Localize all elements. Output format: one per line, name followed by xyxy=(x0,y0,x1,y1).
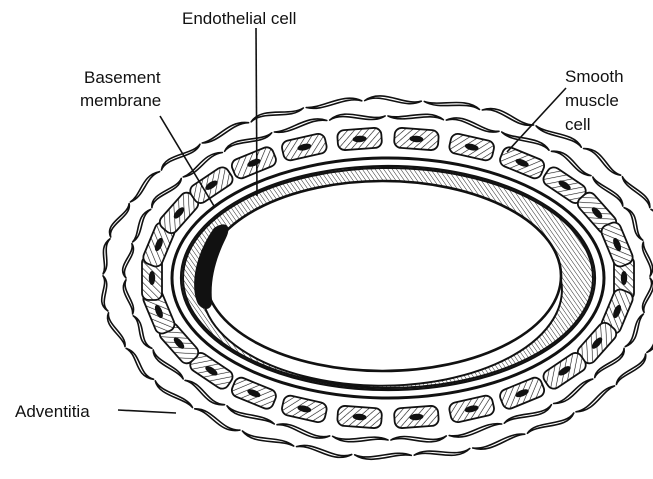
smooth-muscle-pointer xyxy=(507,88,566,152)
adventitia-fiber xyxy=(388,114,443,119)
adventitia-fiber xyxy=(391,436,446,442)
smooth-muscle-label-line2: muscle xyxy=(565,91,619,110)
adventitia-fiber xyxy=(424,102,479,110)
smooth-muscle-label-line1: Smooth xyxy=(565,67,624,86)
smooth-muscle-cell xyxy=(188,165,236,206)
adventitia-label: Adventitia xyxy=(15,402,90,421)
adventitia-fiber xyxy=(446,118,499,132)
smooth-muscle-cell xyxy=(230,145,278,180)
adventitia-fiber xyxy=(333,436,388,441)
adventitia-fiber xyxy=(274,119,327,132)
adventitia-fiber xyxy=(123,280,133,314)
lumen xyxy=(205,181,561,371)
smooth-muscle-cell xyxy=(599,220,634,268)
adventitia-fiber xyxy=(414,449,470,456)
adventitia-fiber xyxy=(473,434,525,449)
smooth-muscle-cell xyxy=(337,405,382,428)
smooth-muscle-cell xyxy=(448,133,495,162)
adventitia-fiber xyxy=(330,114,385,120)
adventitia-fiber xyxy=(102,276,108,311)
adventitia-fiber xyxy=(103,239,110,274)
smooth-muscle-cell xyxy=(541,350,589,391)
adventitia-fiber xyxy=(242,431,293,446)
adventitia-fiber xyxy=(155,381,192,408)
vessel-wall-rings xyxy=(172,158,604,398)
smooth-muscle-cell xyxy=(394,127,439,150)
adventitia-fiber xyxy=(108,313,126,347)
adventitia-fiber xyxy=(482,109,533,126)
smooth-muscle-cell xyxy=(281,133,328,162)
smooth-muscle-cell xyxy=(394,405,439,428)
adventitia-fiber xyxy=(123,244,134,278)
adventitia-fiber xyxy=(161,144,200,170)
adventitia-fiber xyxy=(647,319,653,352)
adventitia-fiber xyxy=(306,98,362,108)
adventitia-fiber xyxy=(355,453,412,459)
adventitia-fiber xyxy=(625,314,643,347)
adventitia-fiber xyxy=(584,148,621,175)
adventitia-fiber xyxy=(624,208,643,241)
adventitia-pointer xyxy=(118,410,176,413)
adventitia-fiber xyxy=(643,278,653,312)
adventitia-fiber xyxy=(297,445,352,457)
adventitia-fiber xyxy=(277,424,330,438)
smooth-muscle-cell xyxy=(230,376,278,411)
adventitia-fiber xyxy=(622,177,649,208)
smooth-muscle-cell xyxy=(337,127,382,150)
smooth-muscle-nucleus xyxy=(149,271,155,285)
adventitia-fiber xyxy=(365,96,422,104)
adventitia-fiber xyxy=(576,386,615,412)
adventitia-fiber xyxy=(126,348,153,379)
basement-membrane-label-line1: Basement xyxy=(84,68,161,87)
endothelial-cell-label: Endothelial cell xyxy=(182,9,296,28)
smooth-muscle-cell xyxy=(448,394,495,423)
adventitia-fiber xyxy=(449,424,502,437)
smooth-muscle-cell xyxy=(498,145,546,180)
endothelial-pointer xyxy=(256,28,257,196)
smooth-muscle-cell xyxy=(281,394,328,423)
smooth-muscle-nucleus xyxy=(621,271,627,285)
adventitia-fiber xyxy=(251,108,303,122)
adventitia-fiber xyxy=(642,242,652,276)
smooth-muscle-cell xyxy=(498,376,546,411)
basement-membrane-label-line2: membrane xyxy=(80,91,161,110)
adventitia-fiber xyxy=(110,204,130,237)
adventitia-fiber xyxy=(133,316,152,349)
adventitia-fiber xyxy=(133,209,151,242)
smooth-muscle-label-line3: cell xyxy=(565,115,591,134)
